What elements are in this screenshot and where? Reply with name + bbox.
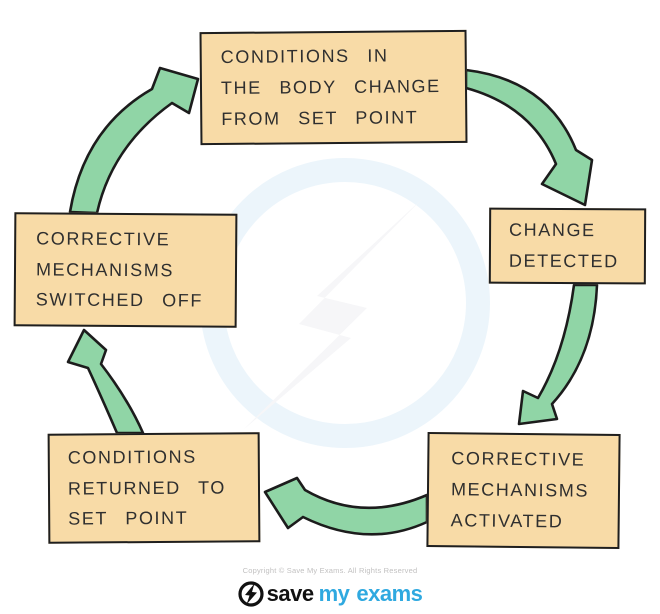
copyright-text: Copyright © Save My Exams. All Rights Re… — [242, 566, 418, 575]
watermark-lightning-icon — [243, 199, 422, 430]
arrow-right-to-bottom-right — [517, 283, 599, 426]
logo-text-exams: exams — [356, 581, 423, 606]
arrow-top-to-right — [464, 68, 594, 207]
box-change-detected: CHANGE DETECTED — [488, 207, 647, 285]
arrow-bottom-right-to-bottom-left — [263, 476, 429, 536]
lightning-bolt-icon — [238, 581, 264, 607]
arrow-bottom-left-to-left — [66, 328, 145, 435]
box-conditions-change: CONDITIONS IN THE BODY CHANGE FROM SET P… — [199, 29, 468, 146]
box-corrective-mechanisms-activated: CORRECTIVE MECHANISMS ACTIVATED — [426, 431, 621, 550]
arrow-left-to-top — [68, 66, 200, 215]
logo-text-save: save — [266, 581, 314, 606]
box-corrective-mechanisms-switched-off: CORRECTIVE MECHANISMS SWITCHED OFF — [13, 212, 238, 328]
save-my-exams-logo: save my exams — [0, 581, 660, 607]
box-conditions-returned: CONDITIONS RETURNED TO SET POINT — [47, 432, 261, 544]
logo-text-my: my — [318, 581, 350, 606]
watermark-logo — [200, 158, 490, 448]
